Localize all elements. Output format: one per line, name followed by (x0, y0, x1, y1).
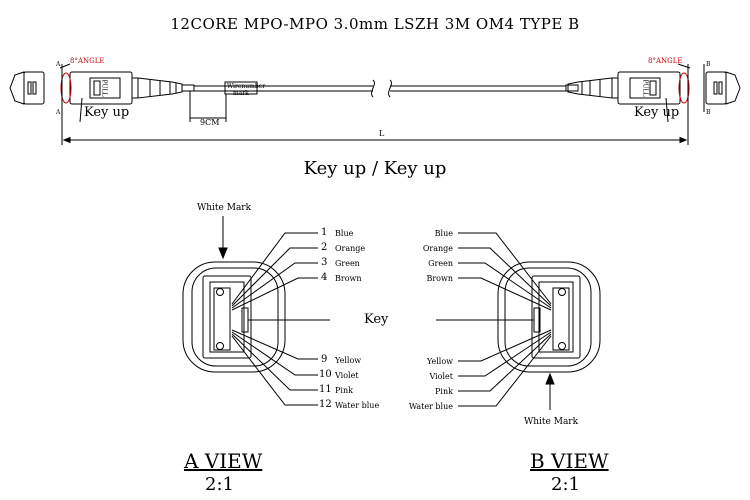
angle-label-left: 8°ANGLE (70, 57, 105, 65)
a-fiber-color-12: Water blue (335, 401, 380, 410)
key-label: Key (364, 312, 389, 327)
b-view-drawing (436, 232, 601, 410)
a-view-scale: 2:1 (205, 474, 234, 495)
b-fiber-color-2: Orange (422, 244, 453, 253)
b-view-scale: 2:1 (551, 474, 580, 495)
b-fiber-color-9: Yellow (426, 357, 453, 366)
a-fiber-color-4: Brown (335, 274, 362, 283)
a-fiber-num-1: 1 (321, 227, 328, 238)
a-fiber-color-2: Orange (335, 244, 366, 253)
b-white-mark-label: White Mark (524, 417, 579, 427)
pull-label-left: PULL (100, 79, 108, 97)
end-b-letter-top: B (706, 61, 711, 68)
left-dust-cap (9, 71, 25, 105)
marker-text-line2: mark (233, 90, 249, 97)
a-fiber-color-11: Pink (335, 386, 353, 395)
a-fiber-num-9: 9 (321, 354, 328, 365)
left-connector-body (69, 71, 133, 105)
b-fiber-color-12: Water blue (408, 402, 453, 411)
key-up-label-right: Key up (634, 105, 680, 120)
marker-text-line1: Wirenumber (227, 83, 266, 90)
dimension-9cm: 9CM (200, 118, 220, 127)
key-up-label-left: Key up (84, 105, 130, 120)
b-view-title: B VIEW (530, 449, 609, 473)
pull-label-right: PULL (641, 79, 649, 97)
end-a-letter-bottom: A (56, 109, 61, 116)
length-label: L (379, 129, 385, 138)
right-dust-cap (725, 71, 741, 105)
a-fiber-num-4: 4 (321, 272, 328, 283)
b-fiber-leaders (458, 232, 552, 407)
a-fiber-color-9: Yellow (335, 356, 362, 365)
drawing-title: 12CORE MPO-MPO 3.0mm LSZH 3M OM4 TYPE B (170, 15, 580, 33)
a-fiber-num-2: 2 (321, 242, 328, 253)
a-fiber-num-3: 3 (321, 257, 328, 268)
a-fiber-color-1: Blue (335, 229, 354, 238)
b-fiber-color-3: Green (428, 259, 453, 268)
a-fiber-leaders (231, 232, 318, 406)
right-connector-body (617, 71, 681, 105)
wirenumber-marker (224, 81, 258, 95)
a-fiber-color-3: Green (335, 259, 360, 268)
b-fiber-color-11: Pink (435, 387, 453, 396)
cable-assembly (9, 63, 741, 145)
b-fiber-color-1: Blue (434, 229, 453, 238)
a-fiber-num-11: 11 (319, 384, 332, 395)
end-a-letter-top: A (56, 61, 61, 68)
left-boot (137, 77, 183, 99)
end-b-letter-bottom: B (706, 109, 711, 116)
subtitle: Key up / Key up (303, 158, 447, 179)
a-white-mark-label: White Mark (197, 203, 252, 213)
b-fiber-color-4: Brown (426, 274, 453, 283)
b-fiber-color-10: Violet (429, 372, 453, 381)
a-view-drawing (182, 216, 330, 406)
a-view-title: A VIEW (184, 449, 263, 473)
angle-label-right: 8°ANGLE (648, 57, 683, 65)
a-fiber-num-12: 12 (319, 399, 332, 410)
a-fiber-num-10: 10 (319, 369, 332, 380)
a-fiber-color-10: Violet (335, 371, 359, 380)
